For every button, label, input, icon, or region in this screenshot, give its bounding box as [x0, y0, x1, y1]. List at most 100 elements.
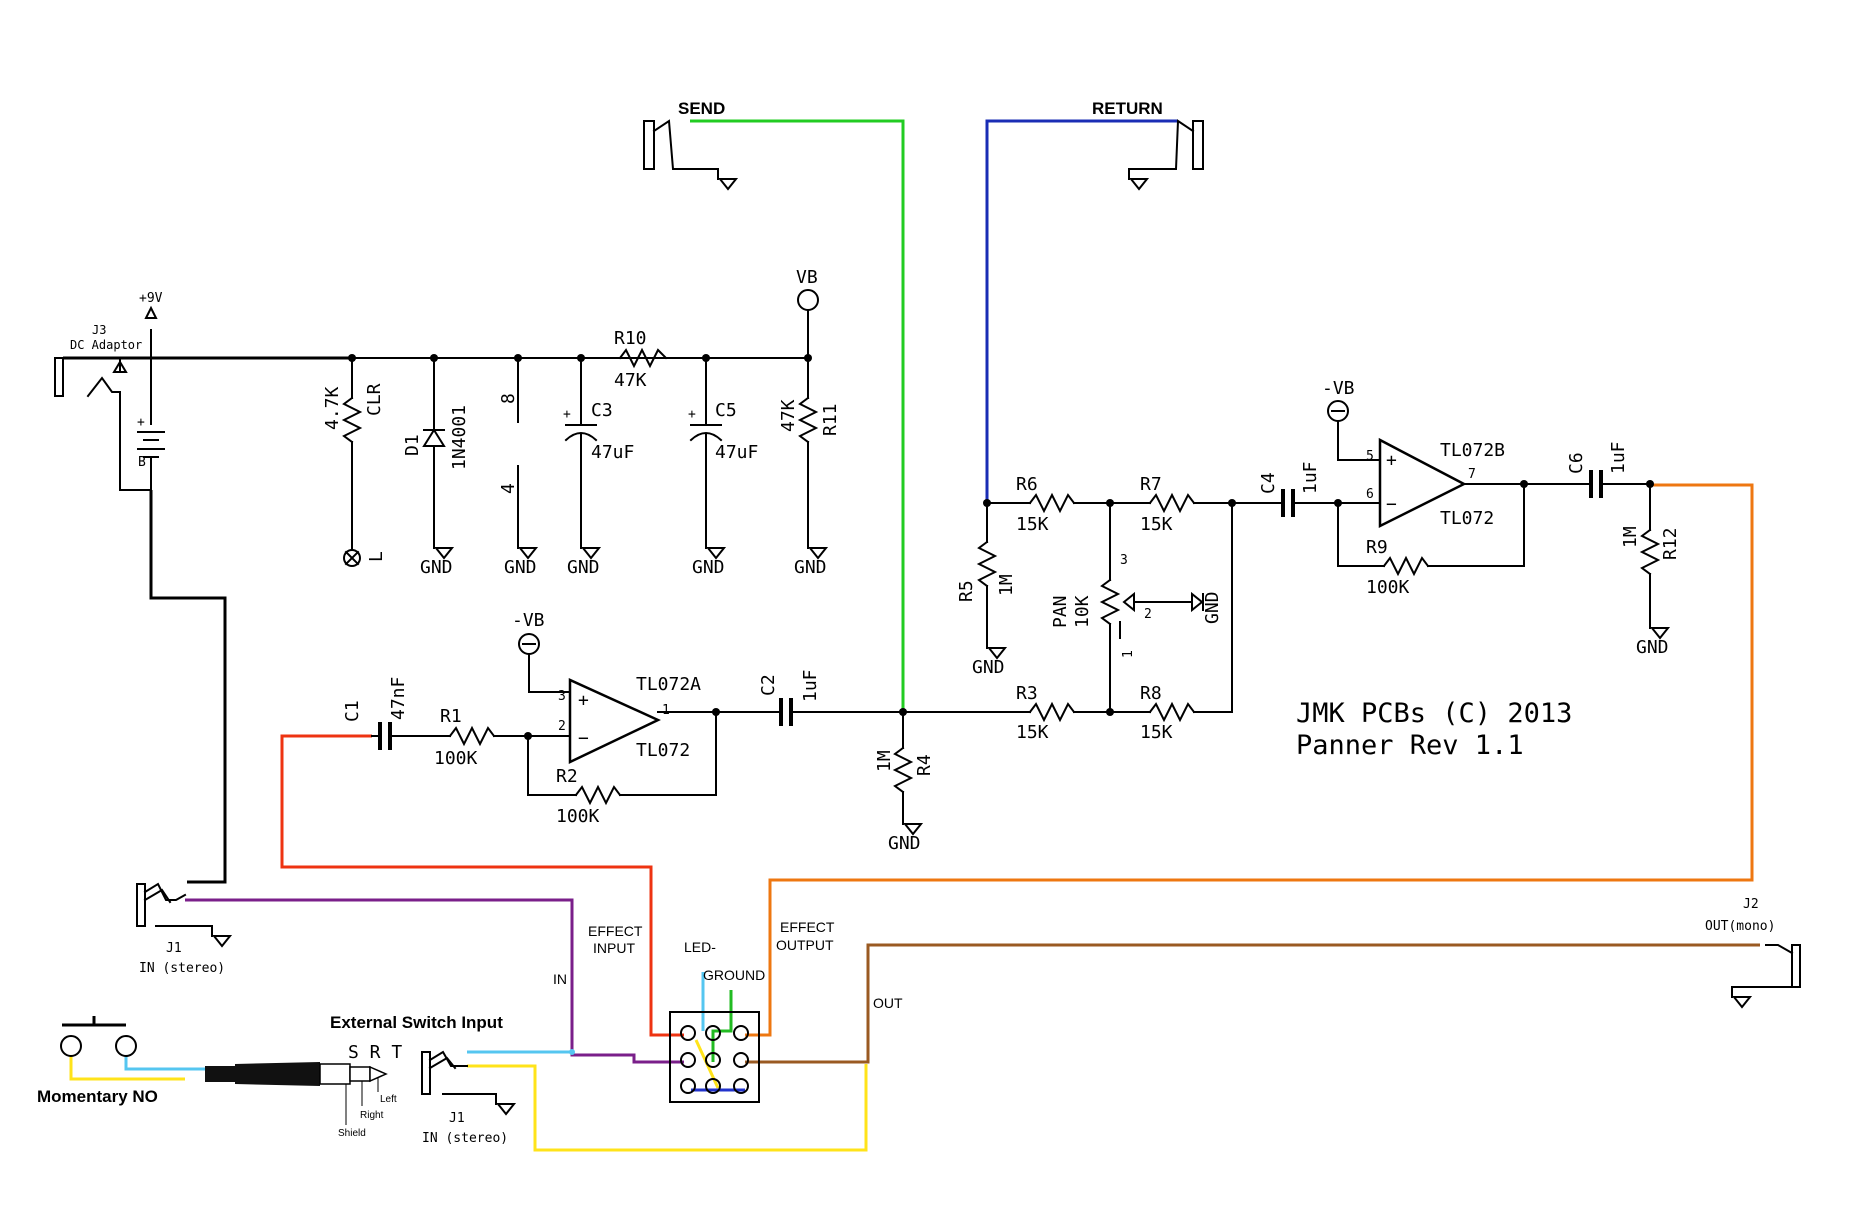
- pin8-label: 8: [498, 393, 519, 404]
- r4-value: 1M: [874, 750, 895, 772]
- battery-plus: +: [137, 415, 145, 430]
- gnd-r4: GND: [888, 833, 921, 854]
- gnd-ic: GND: [504, 557, 537, 578]
- u1b-part: TL072: [1440, 508, 1494, 529]
- j2-out-jack: J2 OUT(mono): [1705, 897, 1801, 1008]
- j1-jack-upper: J1 IN (stereo): [136, 882, 231, 976]
- yellow-wire: [467, 1064, 868, 1152]
- r12-ref: R12: [1660, 527, 1681, 560]
- u1a-plus: +: [578, 690, 589, 711]
- gnd-r5: GND: [972, 657, 1005, 678]
- clr-value: 4.7K: [322, 386, 343, 430]
- r5-ref: R5: [956, 580, 977, 602]
- gnd-pan: GND: [1202, 591, 1223, 624]
- pan-network: R6 15K R7 15K R5 1M GND R3 15K R8 15K: [902, 474, 1236, 743]
- c6-value: 1uF: [1608, 441, 1629, 474]
- r3-ref: R3: [1016, 683, 1038, 704]
- momentary-label: Momentary NO: [37, 1087, 158, 1106]
- u1b-ref: TL072B: [1440, 440, 1505, 461]
- plus-9v-label: +9V: [139, 291, 163, 306]
- r8-value: 15K: [1140, 722, 1173, 743]
- pan-ref: PAN: [1050, 595, 1071, 628]
- opamp-u1a: [568, 678, 661, 764]
- colored-wires: [69, 119, 1760, 1152]
- c1-value: 47nF: [388, 677, 409, 720]
- r12-value: 1M: [1620, 526, 1641, 548]
- j1-to-switch-wire: [185, 898, 684, 1064]
- j2-ref: J2: [1743, 897, 1759, 912]
- u1a-pin3: 3: [558, 689, 566, 704]
- c6-ref: C6: [1566, 452, 1587, 474]
- u1a-pin1: 1: [662, 703, 670, 718]
- return-label: RETURN: [1092, 99, 1163, 118]
- shield-label: Shield: [338, 1128, 366, 1139]
- ground-wire: [711, 990, 733, 1062]
- r3-value: 15K: [1016, 722, 1049, 743]
- r10-ref: R10: [614, 328, 647, 349]
- brown-out-wire: [745, 943, 1760, 1064]
- send-wire: [690, 119, 905, 711]
- c4-ref: C4: [1258, 472, 1279, 494]
- j1-ref: J1: [166, 941, 182, 956]
- pan-value: 10K: [1072, 595, 1093, 628]
- u1a-part: TL072: [636, 740, 690, 761]
- out-label: OUT: [873, 995, 903, 1011]
- momentary-yellow: [69, 1056, 185, 1081]
- r6-ref: R6: [1016, 474, 1038, 495]
- r11-ref: R11: [820, 403, 841, 436]
- u1a-pin2: 2: [558, 719, 566, 734]
- return-jack: RETURN: [1092, 99, 1204, 190]
- c5-plus: +: [688, 407, 696, 422]
- output-stage: C4 1uF + − 5 6 7 TL072B TL072 -VB R9 100…: [1231, 378, 1681, 658]
- r8-ref: R8: [1140, 683, 1162, 704]
- c3-ref: C3: [591, 400, 613, 421]
- pan-pin3: 3: [1120, 553, 1128, 568]
- c4-value: 1uF: [1300, 461, 1321, 494]
- in-label: IN: [553, 971, 567, 987]
- effect-input-label-2: INPUT: [593, 940, 635, 956]
- j1-name: IN (stereo): [139, 961, 225, 976]
- c5-value: 47uF: [715, 442, 758, 463]
- j1b-ref: J1: [449, 1111, 465, 1126]
- pin4-label: 4: [498, 483, 519, 494]
- pan-pin1: 1: [1121, 650, 1136, 658]
- credit-line-1: JMK PCBs (C) 2013: [1296, 698, 1572, 729]
- return-wire: [985, 119, 1178, 503]
- led-l-label: L: [366, 551, 387, 562]
- srt-label: S R T: [348, 1042, 402, 1063]
- r10-value: 47K: [614, 370, 647, 391]
- u1a-minus: −: [578, 728, 589, 749]
- external-switch: External Switch Input S R T Momentary NO…: [37, 1013, 503, 1139]
- footswitch-3pdt: EFFECT INPUT LED- GROUND EFFECT OUTPUT I…: [553, 919, 903, 1103]
- r2-ref: R2: [556, 766, 578, 787]
- r7-value: 15K: [1140, 514, 1173, 535]
- c3-plus: +: [563, 407, 571, 422]
- pan-pin2: 2: [1144, 607, 1152, 622]
- u1b-plus: +: [1386, 450, 1397, 471]
- r2-value: 100K: [556, 806, 600, 827]
- battery-b: B: [138, 455, 146, 470]
- c2-value: 1uF: [800, 669, 821, 702]
- neg-vb-1: -VB: [512, 610, 545, 631]
- u1b-pin6: 6: [1366, 487, 1374, 502]
- effect-output-label-2: OUTPUT: [776, 937, 834, 953]
- c5-ref: C5: [715, 400, 737, 421]
- r7-ref: R7: [1140, 474, 1162, 495]
- gnd-c3: GND: [567, 557, 600, 578]
- led-minus-label: LED-: [684, 939, 716, 955]
- power-section: 4.7K CLR L D1 1N4001 GND 8 4 GND + C3 47…: [322, 267, 841, 578]
- input-wire: [280, 734, 684, 1037]
- external-switch-title: External Switch Input: [330, 1013, 503, 1032]
- c2-ref: C2: [758, 674, 779, 696]
- d1-value: 1N4001: [449, 405, 470, 470]
- j1b-name: IN (stereo): [422, 1131, 508, 1146]
- j3-name: DC Adaptor: [70, 338, 142, 352]
- effect-input-label-1: EFFECT: [588, 923, 643, 939]
- j2-name: OUT(mono): [1705, 919, 1775, 934]
- gnd-r11: GND: [794, 557, 827, 578]
- j3-ref: J3: [92, 323, 106, 337]
- u1b-minus: −: [1386, 494, 1397, 515]
- j1-jack-lower: J1 IN (stereo): [421, 1050, 515, 1146]
- output-wire: [745, 483, 1754, 1037]
- r9-value: 100K: [1366, 577, 1410, 598]
